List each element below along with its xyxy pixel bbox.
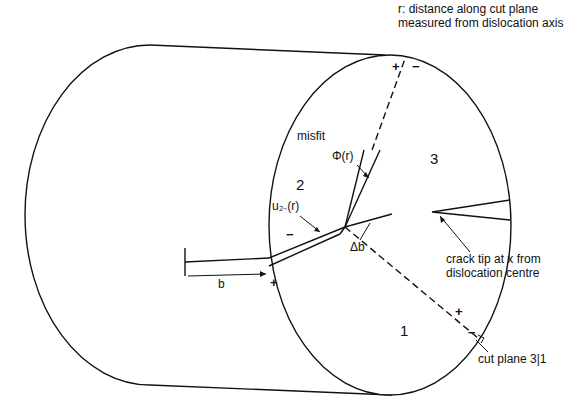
leader-line xyxy=(360,223,370,240)
crack-note: crack tip at x from dislocation centre xyxy=(446,253,566,281)
cylinder-top-edge xyxy=(150,45,385,55)
misfit-symbol: Φ(r) xyxy=(332,150,354,164)
arrowhead xyxy=(314,227,320,232)
cylinder-back-edge xyxy=(25,45,150,385)
region-number: 2 xyxy=(296,176,304,193)
sign-mark: + xyxy=(455,305,463,320)
cut-plane-dashed xyxy=(372,56,406,150)
sign-mark: − xyxy=(286,228,294,243)
region-number: 3 xyxy=(430,150,438,167)
sign-mark: + xyxy=(392,60,400,75)
misfit-label: misfit xyxy=(297,130,325,144)
leader-line xyxy=(440,216,470,252)
sign-mark: − xyxy=(412,60,420,75)
arrowhead xyxy=(363,172,369,178)
cut-plane-3-1 xyxy=(345,227,478,338)
b-dimension xyxy=(188,274,266,276)
burgers-offset xyxy=(340,227,345,234)
sign-mark: + xyxy=(270,276,278,291)
front-face xyxy=(269,55,511,395)
displacement-label: u₂₋(r) xyxy=(272,200,299,214)
leader-line xyxy=(357,165,369,178)
region-number: 1 xyxy=(400,322,408,339)
cut-plane-2-1-offset xyxy=(269,234,340,266)
sign-mark: − xyxy=(468,326,476,341)
crack xyxy=(432,200,510,220)
axis-note: r: distance along cut plane measured fro… xyxy=(398,3,566,31)
cut-plane-2-1 xyxy=(269,227,345,258)
step-edge xyxy=(184,248,185,276)
right-angle-mark xyxy=(478,335,484,343)
cut-plane-note: cut plane 3|1 xyxy=(478,353,547,367)
leader-line xyxy=(300,216,320,232)
step-edge xyxy=(185,258,269,262)
burgers-increment: Δb xyxy=(350,241,365,255)
arrowhead xyxy=(260,271,266,277)
burgers-vector: b xyxy=(218,278,225,292)
arrowhead xyxy=(440,216,445,223)
